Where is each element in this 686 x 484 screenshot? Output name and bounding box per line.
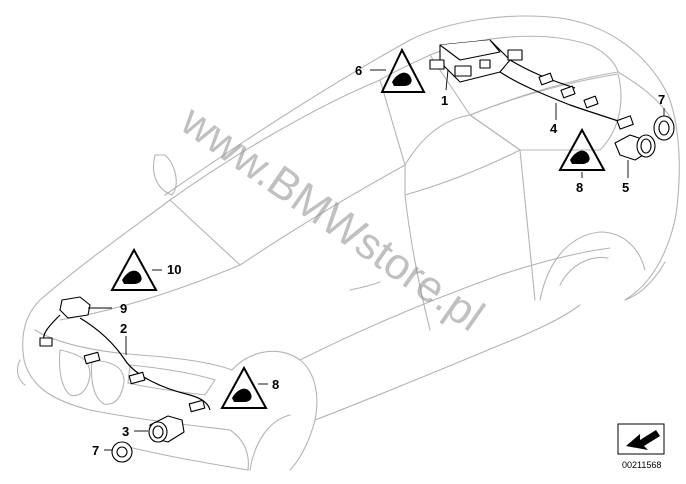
warning-triangle-8-front	[220, 365, 268, 409]
front-wiring-harness	[39, 314, 211, 413]
warning-triangle-6	[380, 47, 426, 93]
callout-8-rear: 8	[576, 180, 583, 195]
front-grommet	[111, 441, 133, 463]
callout-6: 6	[355, 63, 362, 78]
callout-7-front: 7	[92, 443, 99, 458]
warning-triangle-10	[110, 247, 158, 291]
callout-8-front: 8	[272, 377, 279, 392]
callout-9: 9	[120, 301, 127, 316]
rear-wiring-harness	[499, 49, 634, 130]
callout-3: 3	[122, 424, 129, 439]
callout-10: 10	[167, 262, 181, 277]
warning-triangle-8-rear	[558, 127, 606, 171]
callout-5: 5	[622, 180, 629, 195]
orientation-arrow-icon	[617, 423, 665, 455]
diagram-code: 00211568	[622, 460, 661, 470]
leader-lines	[88, 69, 665, 451]
callout-1: 1	[441, 93, 448, 108]
front-sensor-box	[59, 296, 91, 319]
parking-control-unit	[429, 39, 511, 83]
front-pdc-sensor	[148, 415, 185, 443]
rear-pdc-sensor	[614, 134, 656, 161]
callout-2: 2	[120, 321, 127, 336]
rear-grommet	[653, 115, 675, 141]
callout-4: 4	[550, 121, 558, 136]
car-outline	[16, 15, 680, 471]
watermark: www.BMWstore.pl	[171, 95, 492, 340]
callout-7-rear: 7	[658, 92, 665, 107]
